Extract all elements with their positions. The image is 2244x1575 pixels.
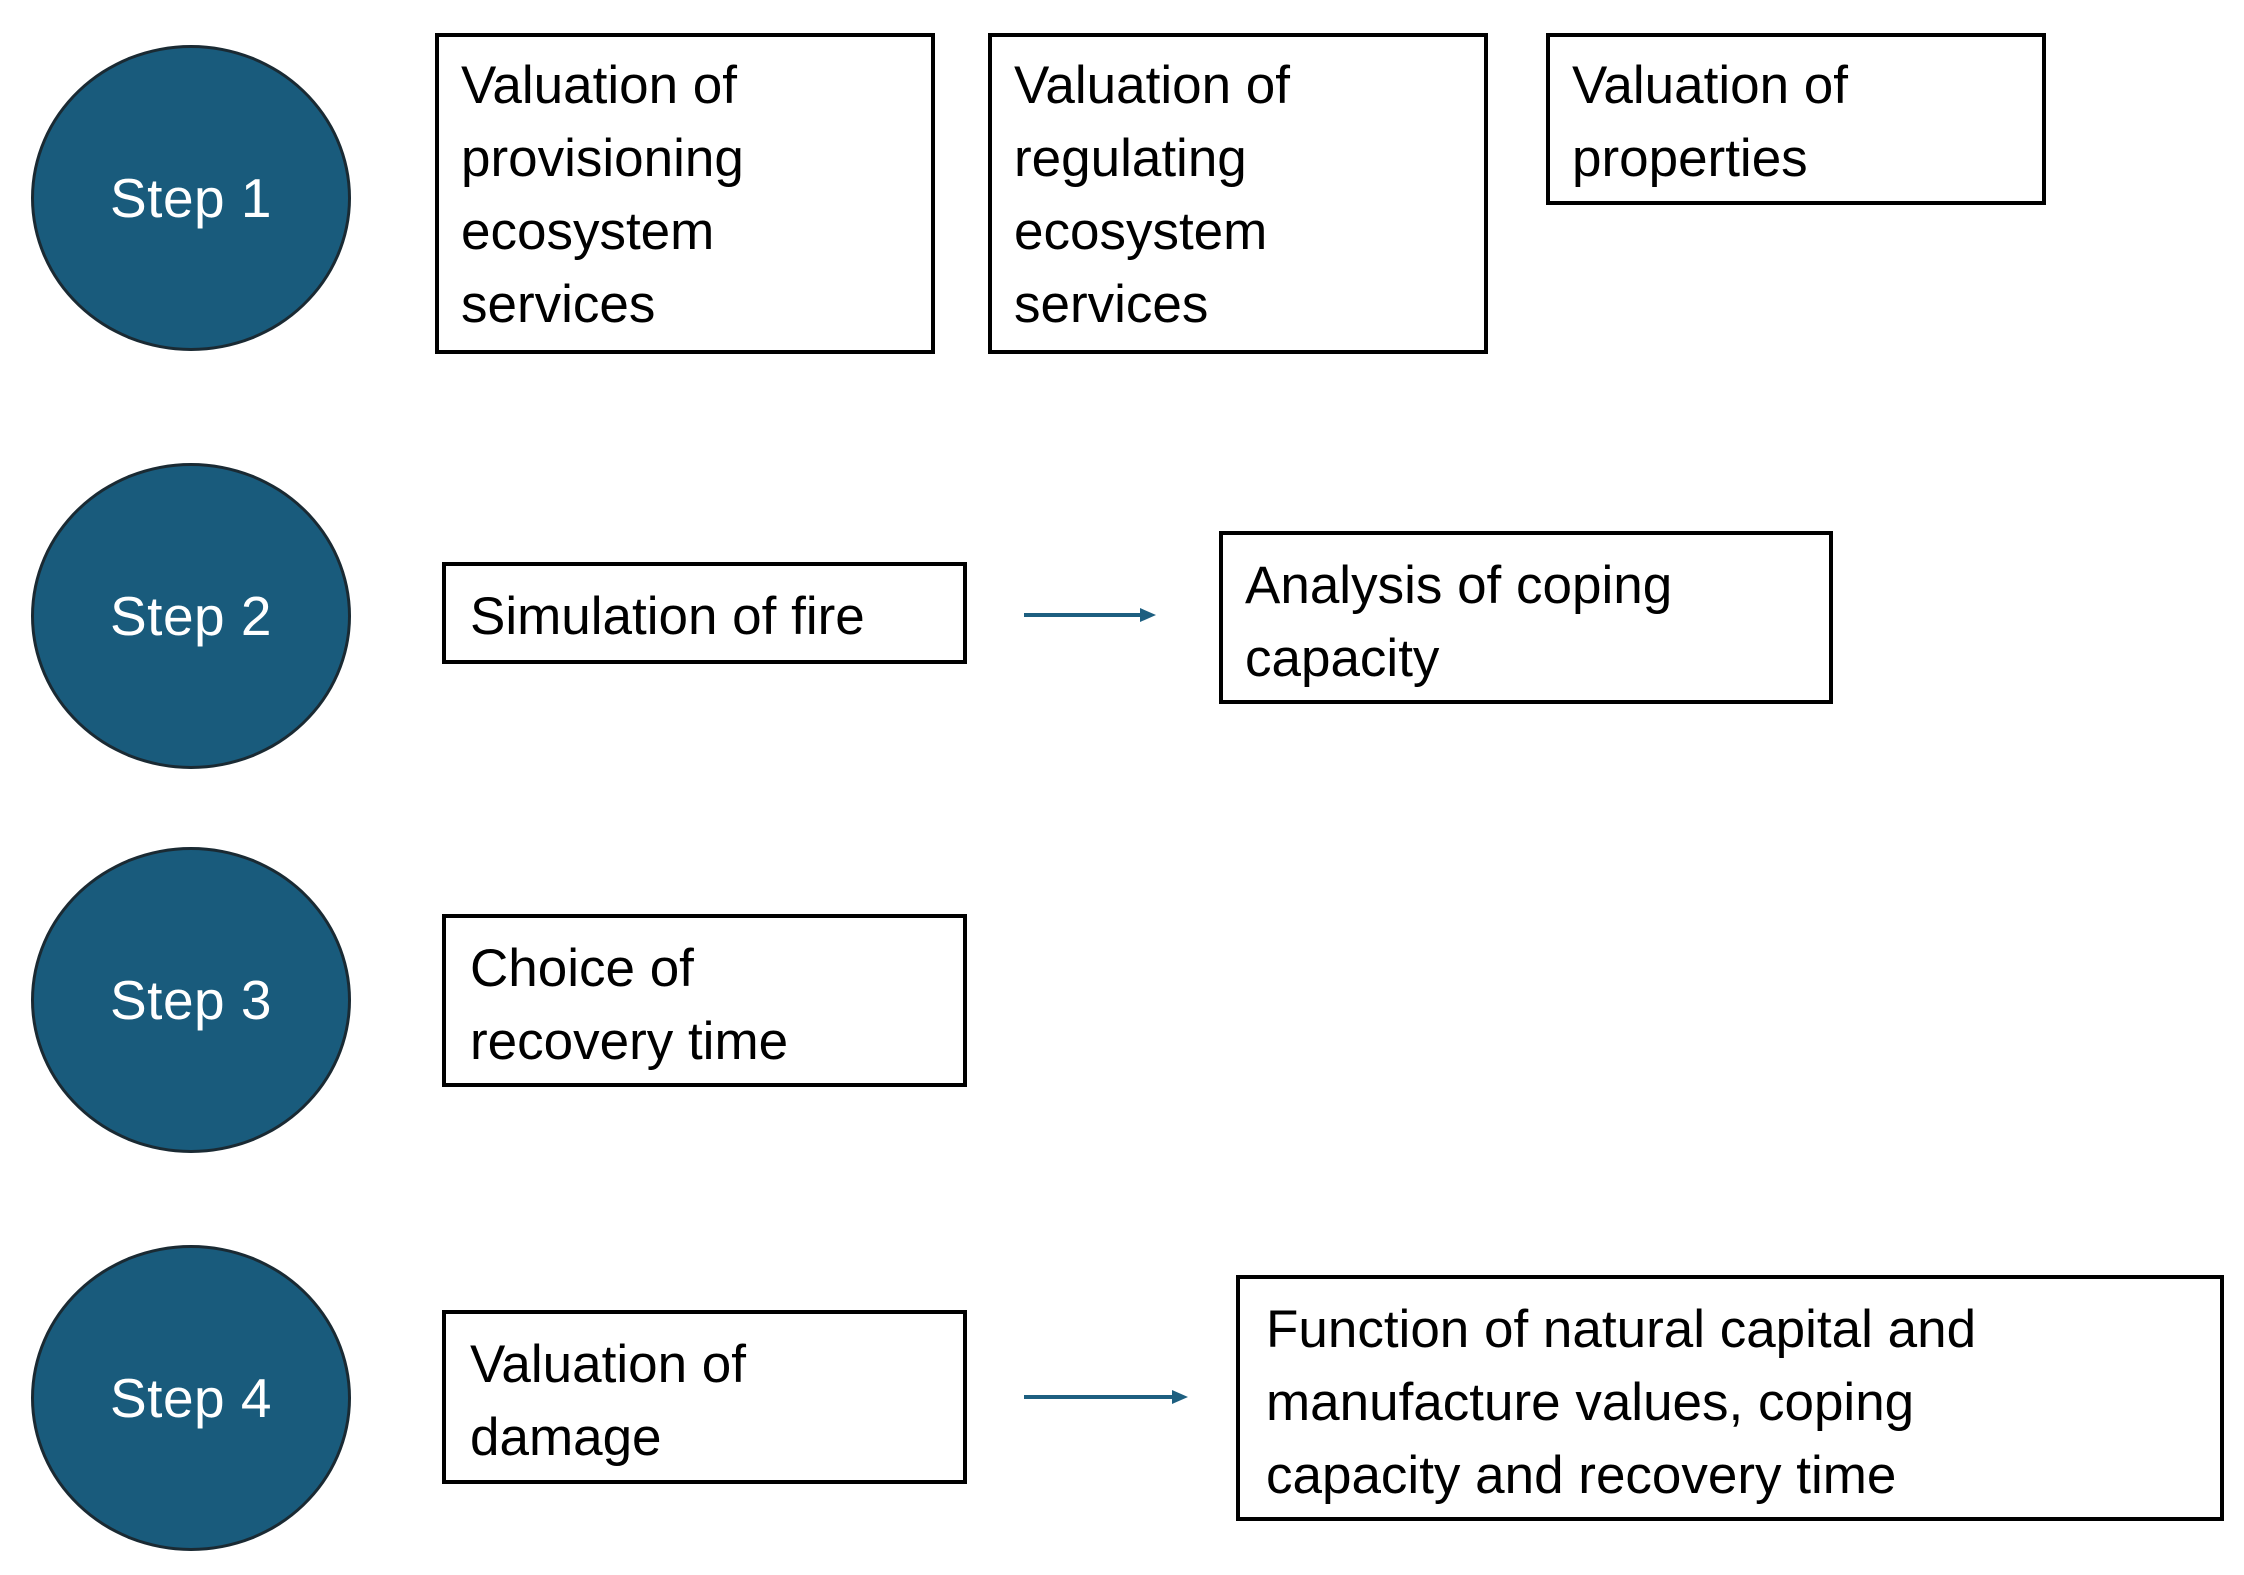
arrow-simulation-to-coping bbox=[1024, 608, 1156, 622]
box-function-of-values: Function of natural capital and manufact… bbox=[1236, 1275, 2224, 1521]
box-simulation-of-fire: Simulation of fire bbox=[442, 562, 967, 664]
step-1-label: Step 1 bbox=[109, 167, 272, 229]
step-2-circle: Step 2 bbox=[31, 463, 351, 769]
box-regulating-services: Valuation of regulating ecosystem servic… bbox=[988, 33, 1488, 354]
step-1-circle: Step 1 bbox=[31, 45, 351, 351]
box-coping-capacity: Analysis of coping capacity bbox=[1219, 531, 1833, 704]
box-properties: Valuation of properties bbox=[1546, 33, 2046, 205]
step-3-circle: Step 3 bbox=[31, 847, 351, 1153]
arrow-damage-to-function bbox=[1024, 1390, 1188, 1404]
step-3-label: Step 3 bbox=[109, 969, 272, 1031]
step-4-label: Step 4 bbox=[109, 1367, 272, 1429]
step-4-circle: Step 4 bbox=[31, 1245, 351, 1551]
box-provisioning-services: Valuation of provisioning ecosystem serv… bbox=[435, 33, 935, 354]
box-valuation-of-damage: Valuation of damage bbox=[442, 1310, 967, 1484]
box-recovery-time: Choice of recovery time bbox=[442, 914, 967, 1087]
step-2-label: Step 2 bbox=[109, 585, 272, 647]
